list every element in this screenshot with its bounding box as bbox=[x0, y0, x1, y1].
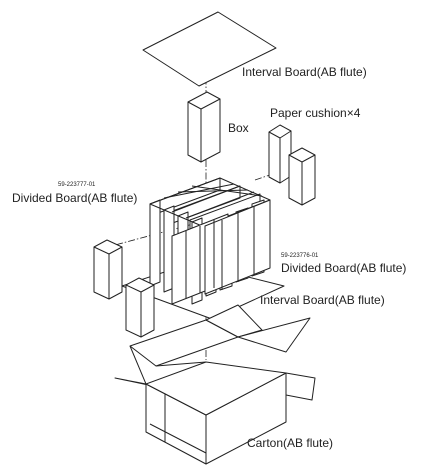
carton-label: Carton(AB flute) bbox=[247, 436, 334, 450]
divided-board-left-label: Divided Board(AB flute) bbox=[12, 191, 138, 205]
divided-board-right-label: Divided Board(AB flute) bbox=[281, 261, 407, 275]
paper-cushion-top-2 bbox=[288, 147, 316, 206]
interval-board-bottom-label: Interval Board(AB flute) bbox=[260, 293, 385, 307]
divided-board-right-code: 59-223776-01 bbox=[281, 253, 319, 259]
paper-cushion-left-1 bbox=[93, 239, 123, 300]
carton-part bbox=[114, 304, 316, 465]
paper-cushion-top-1 bbox=[268, 124, 292, 184]
box-part bbox=[187, 91, 221, 163]
divided-board-left-code: 59-223777-01 bbox=[58, 182, 96, 188]
divided-board-assembly bbox=[149, 177, 271, 305]
paper-cushion-left-2 bbox=[125, 277, 155, 338]
paper-cushion-label: Paper cushion×4 bbox=[270, 106, 361, 120]
interval-board-top bbox=[142, 11, 277, 87]
interval-board-top-label: Interval Board(AB flute) bbox=[242, 65, 367, 79]
box-label: Box bbox=[228, 121, 249, 135]
